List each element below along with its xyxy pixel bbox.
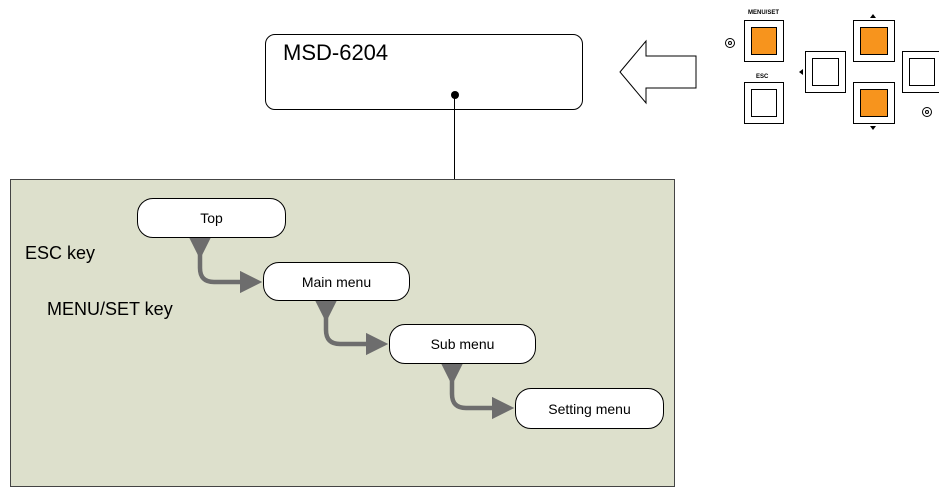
menu-set-button-face [750, 27, 778, 55]
lcd-display [265, 34, 583, 110]
hollow-left-arrow-icon [619, 39, 697, 105]
right-button[interactable] [902, 51, 939, 93]
left-arrow-icon [799, 69, 803, 75]
menu-node-sub-label: Sub menu [430, 336, 495, 352]
menu-node-sub: Sub menu [389, 324, 536, 364]
up-button[interactable] [853, 20, 895, 62]
menu-set-key-label: MENU/SET key [47, 299, 173, 319]
esc-button[interactable] [744, 82, 784, 124]
menu-set-button-label: MENU/SET [748, 10, 780, 16]
menu-node-top-label: Top [200, 210, 223, 226]
display-connector-line [454, 95, 455, 213]
menu-set-button[interactable] [744, 20, 784, 62]
menu-node-main: Main menu [263, 262, 410, 301]
down-button-face [860, 89, 888, 117]
menu-node-setting: Setting menu [515, 388, 664, 429]
menu-node-main-label: Main menu [301, 273, 372, 290]
led-indicator-icon [725, 38, 735, 48]
esc-button-face [750, 89, 778, 117]
left-button-face [811, 58, 840, 86]
left-button[interactable] [805, 51, 846, 93]
up-button-face [860, 27, 888, 55]
display-pointer-dot [451, 91, 459, 99]
flow-arrow-main-sub [314, 299, 389, 356]
esc-button-label: ESC [756, 74, 769, 80]
menu-node-top: Top [137, 198, 286, 238]
led-indicator-icon [922, 107, 932, 117]
menu-node-setting-label: Setting menu [548, 400, 631, 417]
down-button[interactable] [853, 82, 895, 124]
down-arrow-icon [870, 126, 876, 130]
esc-key-label: ESC key [25, 243, 96, 263]
flow-arrow-top-main [188, 236, 263, 294]
up-arrow-icon [870, 14, 876, 18]
right-button-face [908, 58, 936, 86]
display-model-text: MSD-6204 [283, 40, 389, 65]
flow-arrow-sub-setting [440, 362, 515, 420]
